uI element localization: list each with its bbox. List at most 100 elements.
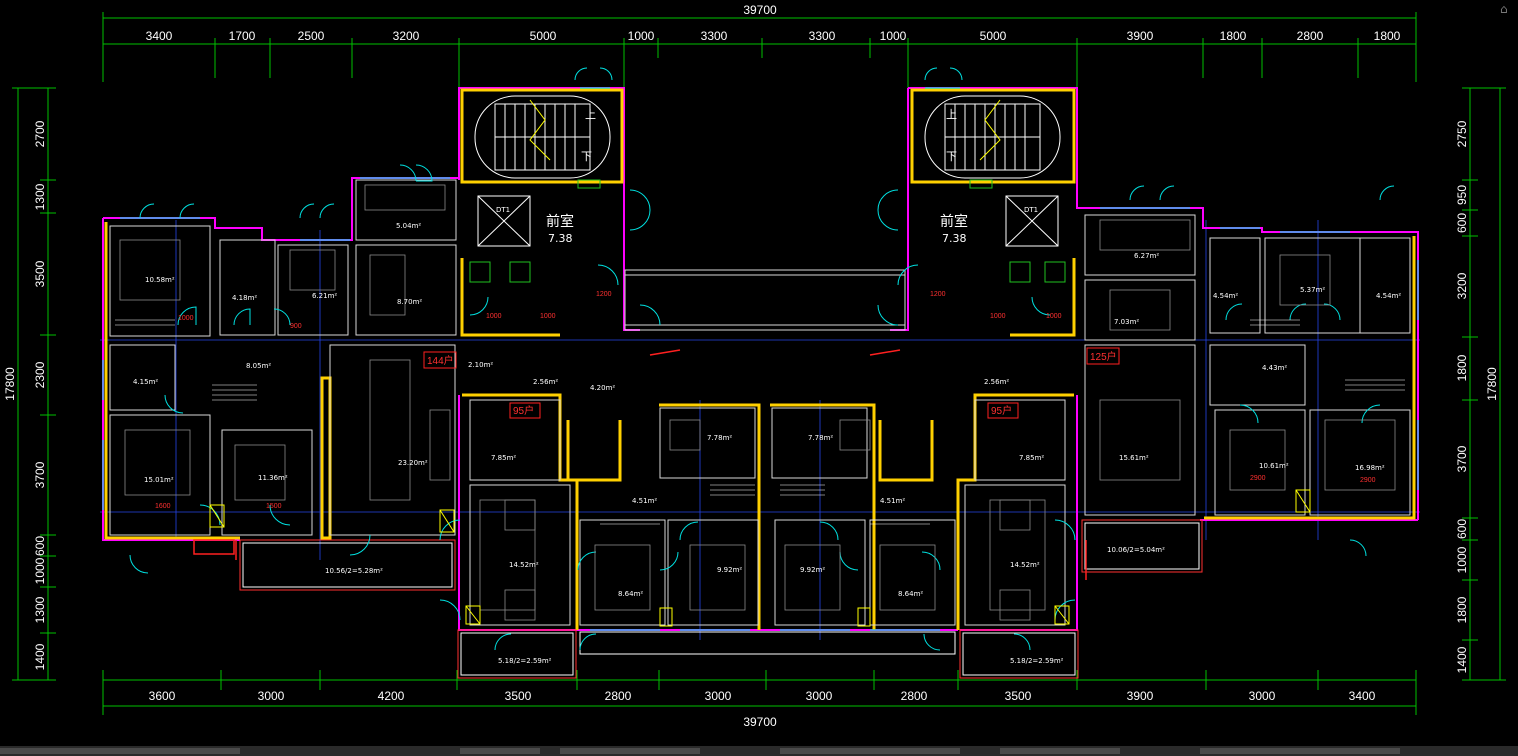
- unit-tag-95-right: 95户: [991, 404, 1012, 417]
- markers: [193, 349, 1087, 580]
- room-area-13: 2.56m²: [533, 378, 558, 386]
- dim-top-12: 1800: [1220, 29, 1247, 43]
- room-area-37: 5.37m²: [1300, 286, 1325, 294]
- dim-left-6: 600: [33, 536, 47, 556]
- room-area-39: 4.54m²: [1376, 292, 1401, 300]
- dim-top-5: 5000: [530, 29, 557, 43]
- room-area-8: 15.01m²: [144, 476, 174, 484]
- dim-bottom-3: 4200: [378, 689, 405, 703]
- status-segment[interactable]: [1000, 748, 1120, 754]
- room-area-19: 7.78m²: [707, 434, 732, 442]
- room-area-10: 23.20m²: [398, 459, 428, 467]
- stair-down-label-right: 下: [946, 150, 957, 163]
- dimension-lines: [12, 12, 1506, 715]
- elevator-label-right: DT1: [1024, 206, 1038, 214]
- dim-left-8: 1300: [33, 596, 47, 623]
- overall-dim-top: 39700: [743, 3, 777, 17]
- svg-text:1000: 1000: [990, 313, 1006, 320]
- dim-right-1: 2750: [1455, 120, 1469, 147]
- svg-text:1200: 1200: [596, 291, 612, 298]
- status-segment[interactable]: [780, 748, 960, 754]
- dim-bottom-1: 3600: [149, 689, 176, 703]
- dim-bottom-4: 3500: [505, 689, 532, 703]
- balcony-rails: [242, 522, 1200, 676]
- unit-tag-95-left: 95户: [513, 404, 534, 417]
- dim-left-4: 2300: [33, 361, 47, 388]
- door-dims: 1000 900 1000 1000 1200 1200 1000 1000 1…: [155, 291, 1376, 510]
- dim-top-1: 3400: [146, 29, 173, 43]
- room-area-1: 10.58m²: [145, 276, 175, 284]
- room-area-12: 2.10m²: [468, 361, 493, 369]
- svg-text:900: 900: [290, 323, 302, 330]
- room-area-2: 4.18m²: [232, 294, 257, 302]
- status-segment[interactable]: [1200, 748, 1400, 754]
- dim-bottom-6: 3000: [705, 689, 732, 703]
- room-area-21: 5.18/2=2.59m²: [498, 657, 552, 665]
- stair-left: [474, 95, 611, 179]
- stair-right: [924, 95, 1061, 179]
- room-area-26: 2.56m²: [984, 378, 1009, 386]
- stair-up-label-left: 上: [585, 108, 596, 121]
- room-area-5: 8.70m²: [397, 298, 422, 306]
- dim-left-3: 3500: [33, 260, 47, 287]
- room-area-16: 14.52m²: [509, 561, 539, 569]
- room-area-6: 8.05m²: [246, 362, 271, 370]
- dim-top-14: 1800: [1374, 29, 1401, 43]
- svg-text:1000: 1000: [486, 313, 502, 320]
- windows: [102, 87, 1419, 631]
- dim-bottom-11: 3000: [1249, 689, 1276, 703]
- doors: [129, 67, 1395, 651]
- unit-tag-125: 125户: [1090, 350, 1117, 363]
- room-area-4: 5.04m²: [396, 222, 421, 230]
- vent-markers: [209, 489, 1311, 627]
- status-segment[interactable]: [460, 748, 540, 754]
- room-area-34: 4.43m²: [1262, 364, 1287, 372]
- dim-top-13: 2800: [1297, 29, 1324, 43]
- dim-top-6: 1000: [628, 29, 655, 43]
- status-bar: [0, 746, 1518, 756]
- dim-top-10: 5000: [980, 29, 1007, 43]
- room-area-18: 9.92m²: [717, 566, 742, 574]
- svg-text:1000: 1000: [540, 313, 556, 320]
- dim-bottom-8: 2800: [901, 689, 928, 703]
- dim-left-5: 3700: [33, 461, 47, 488]
- room-area-27: 14.52m²: [1010, 561, 1040, 569]
- elevator-right: [1005, 195, 1059, 247]
- stair-up-label-right: 上: [946, 108, 957, 121]
- lobby-area-left: 7.38: [548, 232, 573, 245]
- dim-right-9: 1800: [1455, 596, 1469, 623]
- room-area-15: 7.85m²: [491, 454, 516, 462]
- dim-right-10: 1400: [1455, 646, 1469, 673]
- dim-left-total: 17800: [3, 367, 17, 401]
- dimension-texts: 39700 3400 1700 2500 3200 5000 1000 3300…: [3, 3, 1499, 729]
- dim-bottom-2: 3000: [258, 689, 285, 703]
- room-areas: 10.58m² 4.18m² 6.21m² 5.04m² 8.70m² 8.05…: [133, 222, 1401, 665]
- dim-left-9: 1400: [33, 643, 47, 670]
- room-area-22: 7.78m²: [808, 434, 833, 442]
- status-segment[interactable]: [0, 748, 240, 754]
- dim-right-5: 1800: [1455, 354, 1469, 381]
- elevator-left: [477, 195, 531, 247]
- status-segment[interactable]: [560, 748, 700, 754]
- room-area-9: 11.36m²: [258, 474, 288, 482]
- room-area-31: 7.03m²: [1114, 318, 1139, 326]
- svg-text:2900: 2900: [1360, 477, 1376, 484]
- dim-right-6: 3700: [1455, 445, 1469, 472]
- room-area-28: 7.85m²: [1019, 454, 1044, 462]
- overall-dim-bottom: 39700: [743, 715, 777, 729]
- dim-top-3: 2500: [298, 29, 325, 43]
- dim-top-11: 3900: [1127, 29, 1154, 43]
- balconies: [239, 519, 1203, 679]
- dim-right-7: 600: [1455, 519, 1469, 539]
- room-area-17: 8.64m²: [618, 590, 643, 598]
- dim-bottom-7: 3000: [806, 689, 833, 703]
- dim-top-4: 3200: [393, 29, 420, 43]
- viewcube-icon[interactable]: ⌂: [1500, 2, 1508, 16]
- dim-left-7: 1000: [33, 557, 47, 584]
- dim-right-total: 17800: [1485, 367, 1499, 401]
- room-area-33: 10.06/2=5.04m²: [1107, 546, 1165, 554]
- room-area-14: 4.20m²: [590, 384, 615, 392]
- unit-tag-144: 144户: [427, 354, 454, 367]
- dim-left-2: 1300: [33, 183, 47, 210]
